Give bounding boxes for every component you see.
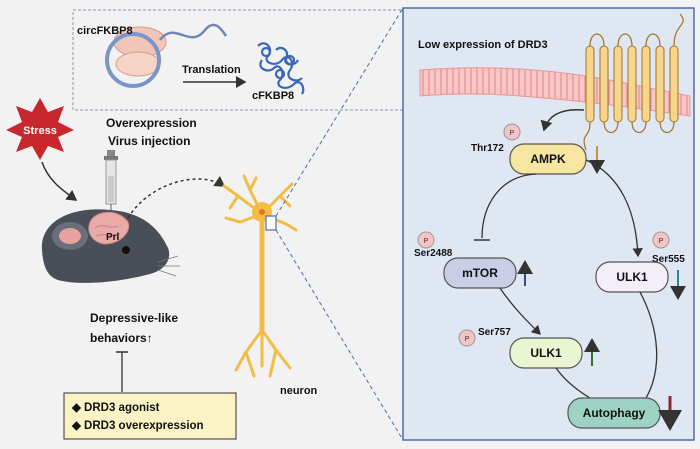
mtor-node <box>443 257 517 289</box>
ulk1-lower-phospho-label: P <box>465 336 470 343</box>
neuron-label: neuron <box>280 385 318 397</box>
ampk-label: AMPK <box>530 152 566 166</box>
ulk1-lower-phospho <box>458 329 476 347</box>
treatment-box <box>63 392 237 440</box>
ulk1-right-phospho <box>652 231 670 249</box>
mtor-to-ulk1-arrow <box>499 287 541 335</box>
ampk-inhibits-mtor <box>481 173 537 239</box>
protein-blob-icon <box>257 42 305 95</box>
receptor-loops <box>583 13 684 151</box>
ulk1-lower-node <box>509 337 583 369</box>
mtor-site-label: Ser2488 <box>414 248 453 259</box>
mtor-phospho <box>417 231 435 249</box>
mouse-icon <box>41 209 180 283</box>
behavior-line1: Depressive-like <box>90 311 178 325</box>
peptide-strand-icon <box>159 23 228 41</box>
ulk1-right-site-label: Ser555 <box>652 254 685 265</box>
to-neuron-arrow <box>127 176 226 219</box>
ulk1-right-phospho-label: P <box>659 238 664 245</box>
receptor-icon <box>585 45 679 123</box>
ampk-site-label: Thr172 <box>471 143 504 154</box>
behavior-line2: behaviors↑ <box>90 331 153 345</box>
stress-arrow <box>41 161 78 201</box>
neuron-icon <box>222 174 298 378</box>
translation-label: Translation <box>182 64 241 76</box>
treatment-item-1: ◆ DRD3 agonist <box>71 402 160 414</box>
drd3-to-ampk-arrow <box>540 108 585 132</box>
neuron-zoom-box <box>265 215 277 231</box>
mtor-label: mTOR <box>462 266 498 280</box>
ulk1-right-node <box>595 261 669 293</box>
protein-label: cFKBP8 <box>252 90 294 102</box>
treatment-item-2: ◆ DRD3 overexpression <box>71 420 204 432</box>
ulk1-right-label: ULK1 <box>616 270 648 284</box>
ulk1-lower-site-label: Ser757 <box>478 327 511 338</box>
ampk-phospho-label: P <box>510 130 515 137</box>
stress-star <box>6 98 74 160</box>
zoom-line-top <box>275 7 404 217</box>
ampk-to-ulk1-arrow <box>585 159 643 258</box>
ampk-node <box>509 143 587 175</box>
ulk1-right-to-autophagy <box>639 291 658 399</box>
overexpression-line1: Overexpression <box>106 116 197 130</box>
stress-label: Stress <box>23 125 57 137</box>
region-label: Prl <box>106 232 120 243</box>
ulk1-lower-to-autophagy <box>555 367 591 399</box>
circ-rna-icon <box>105 32 161 88</box>
panel-title: Low expression of DRD3 <box>418 39 548 51</box>
autophagy-label: Autophagy <box>583 406 646 420</box>
circ-label: circFKBP8 <box>77 25 133 37</box>
ampk-phospho <box>503 123 521 141</box>
overexpression-line2: Virus injection <box>108 134 190 148</box>
mtor-phospho-label: P <box>424 238 429 245</box>
ulk1-lower-label: ULK1 <box>530 346 562 360</box>
zoom-line-bottom <box>275 229 404 441</box>
